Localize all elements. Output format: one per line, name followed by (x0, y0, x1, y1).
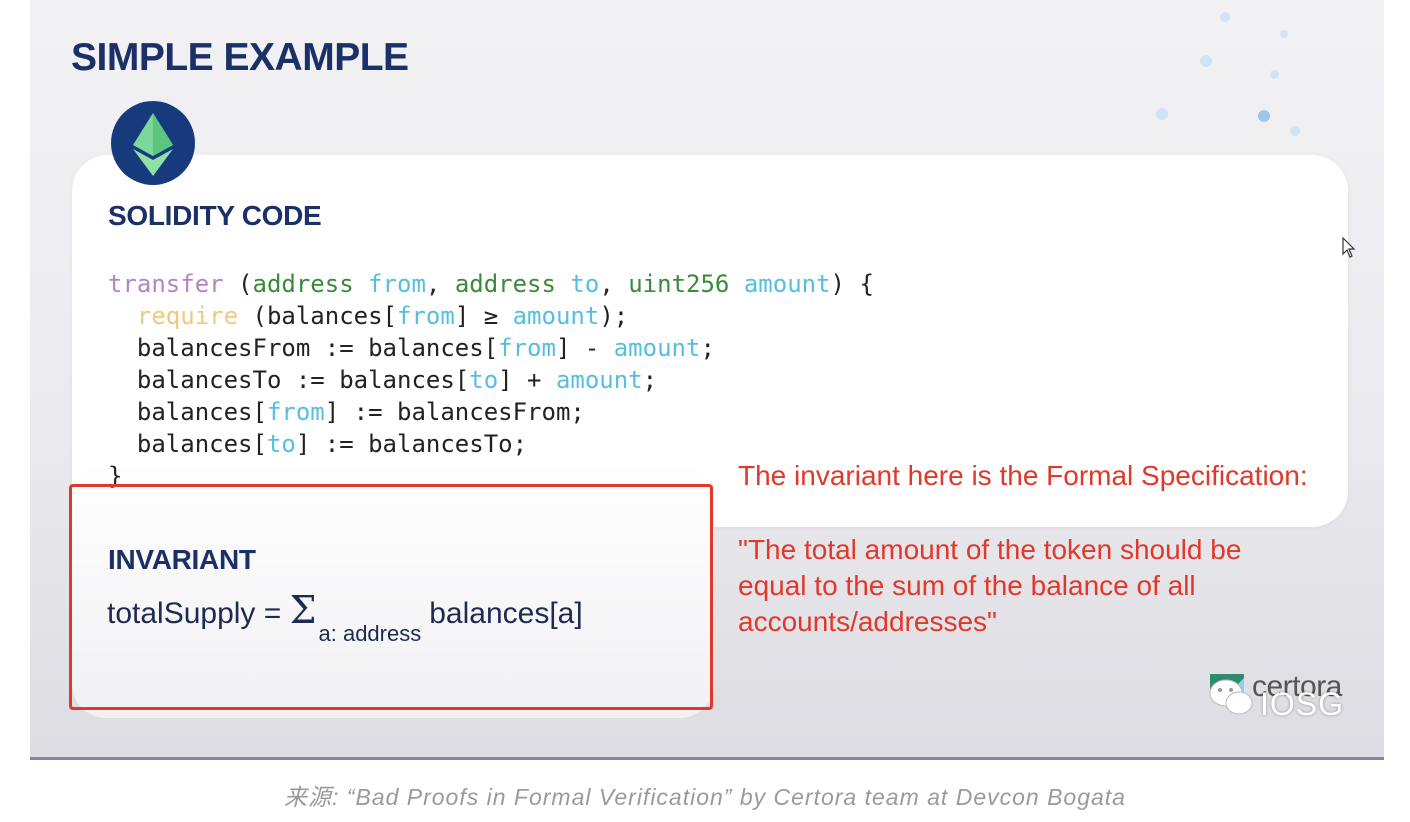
code-token: to (266, 430, 296, 458)
wechat-icon (1209, 679, 1253, 715)
ethereum-logo-icon (111, 101, 195, 185)
watermark: IOSG (1260, 686, 1345, 722)
code-token: ] := balancesTo; (295, 430, 528, 458)
code-token: transfer (108, 270, 224, 298)
decor-dot (1220, 12, 1230, 22)
code-token: amount (743, 270, 831, 298)
code-token: ( (223, 270, 253, 298)
code-token: balancesFrom := balances[ (136, 334, 499, 362)
decor-dot (1258, 110, 1270, 122)
code-token: balances[ (136, 398, 267, 426)
decor-dot (1270, 70, 1279, 79)
decor-dot (1156, 108, 1168, 120)
code-token: balances[ (136, 430, 267, 458)
invariant-formula: totalSupply = Σa: address balances[a] (107, 588, 583, 646)
code-token: from (498, 334, 556, 362)
formula-subscript: a: address (318, 621, 422, 646)
image-caption: 来源: “Bad Proofs in Formal Verification” … (284, 784, 1126, 810)
code-token: uint256 (628, 270, 730, 298)
code-token: ] - (555, 334, 614, 362)
annotation-line: equal to the sum of the balance of all (738, 570, 1196, 601)
code-token: address (454, 270, 556, 298)
formula-rhs: balances[a] (429, 597, 583, 630)
mouse-cursor-icon (1342, 236, 1356, 264)
invariant-heading: INVARIANT (108, 544, 256, 575)
code-token: from (397, 302, 455, 330)
sigma-symbol: Σ (289, 588, 317, 632)
code-heading: SOLIDITY CODE (108, 200, 322, 231)
code-token: to (570, 270, 600, 298)
code-token: } (108, 462, 123, 490)
code-token: ] + (498, 366, 556, 394)
presentation-slide: SIMPLE EXAMPLE SOLIDITY CODE transfer (a… (30, 0, 1384, 760)
invariant-card (72, 462, 714, 718)
code-token: ; (700, 334, 715, 362)
certora-brand: certora (1252, 670, 1342, 703)
annotation-line: "The total amount of the token should be (738, 534, 1242, 565)
code-token: (balances[ (238, 302, 398, 330)
code-token: ] := balancesFrom; (324, 398, 585, 426)
highlight-box (69, 484, 713, 710)
annotation-line: accounts/addresses" (738, 606, 997, 637)
code-token: balancesTo := balances[ (136, 366, 470, 394)
code-token: , (425, 270, 455, 298)
formula-lhs: totalSupply = (107, 597, 290, 630)
code-token: ; (642, 366, 658, 394)
slide-title: SIMPLE EXAMPLE (71, 36, 409, 79)
code-token: amount (613, 334, 701, 362)
decor-dot (1290, 126, 1300, 136)
code-token: from (266, 398, 325, 426)
code-token: , (599, 270, 629, 298)
code-token: from (368, 270, 426, 298)
code-token: amount (555, 366, 643, 394)
decor-dot (1200, 55, 1212, 67)
annotation-line: The invariant here is the Formal Specifi… (738, 460, 1308, 491)
code-token: ); (599, 302, 629, 330)
code-token: address (252, 270, 354, 298)
code-token: require (136, 302, 239, 330)
code-block: transfer (address from, address to, uint… (108, 268, 874, 492)
code-token: ) { (830, 270, 874, 298)
code-token: to (469, 366, 499, 394)
code-token: amount (512, 302, 600, 330)
code-token: ] ≥ (454, 302, 513, 330)
decor-dot (1280, 30, 1288, 38)
